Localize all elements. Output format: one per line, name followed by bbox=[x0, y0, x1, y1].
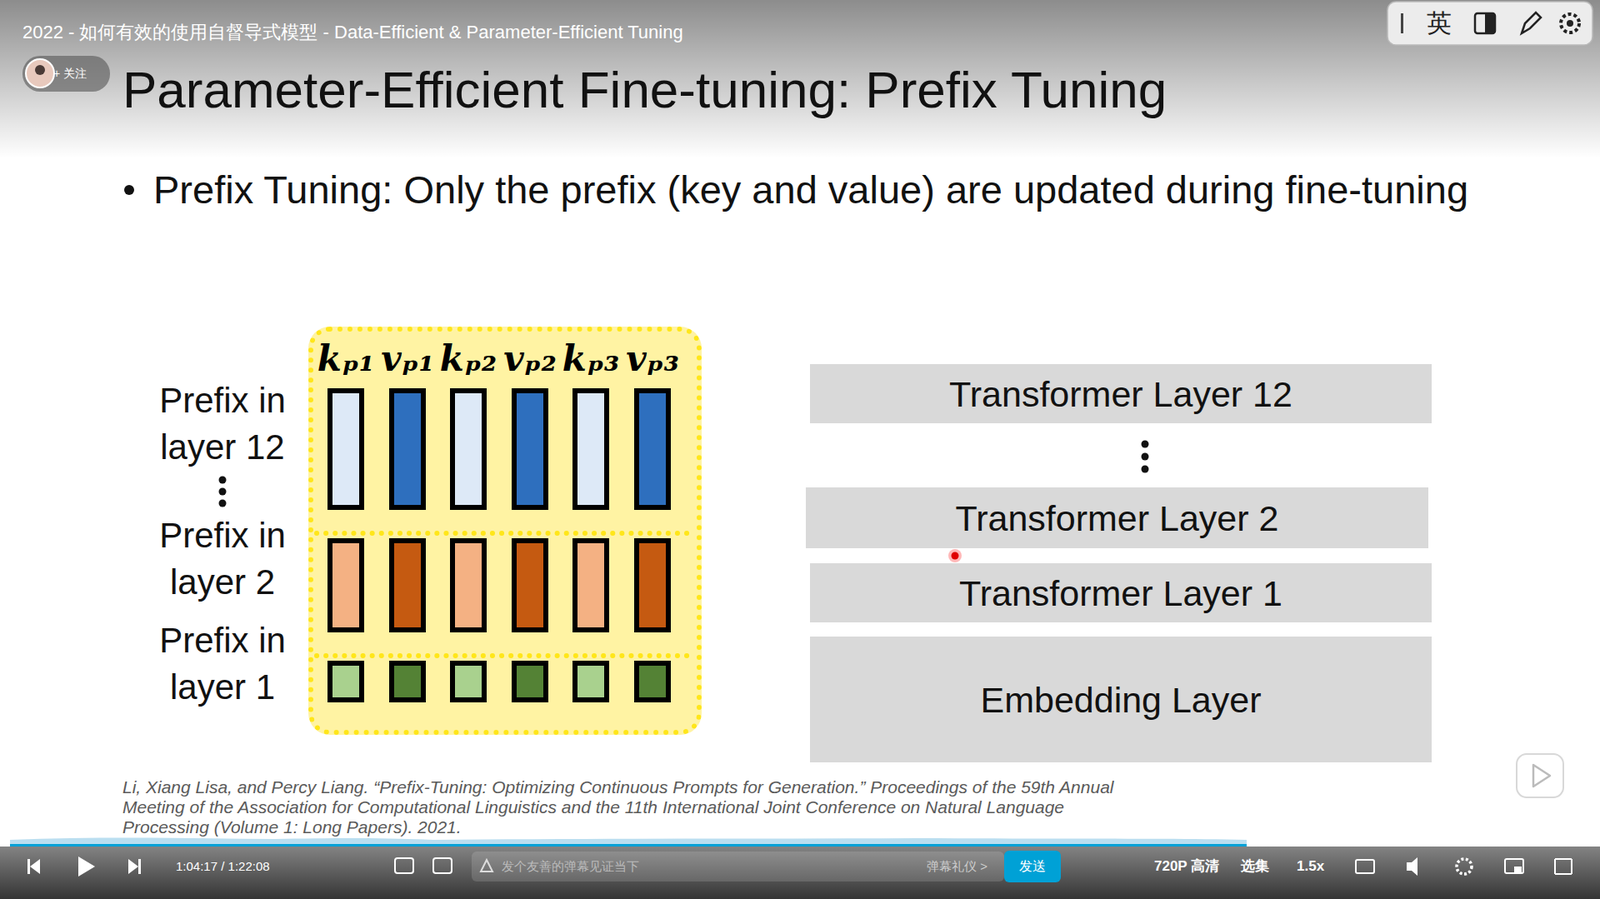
bullet-dot bbox=[124, 185, 135, 195]
bullet-text: Prefix Tuning: Only the prefix (key and … bbox=[153, 164, 1487, 216]
prefix-label: Prefix in layer 2 bbox=[118, 512, 327, 606]
layer-separator bbox=[316, 530, 694, 536]
prefix-label: Prefix in layer 12 bbox=[118, 377, 327, 471]
layer-box: Transformer Layer 1 bbox=[810, 563, 1432, 623]
gear-icon bbox=[1560, 14, 1580, 33]
split-icon-fill bbox=[1485, 13, 1495, 34]
heat-waveform bbox=[10, 838, 1247, 845]
control-bar bbox=[0, 846, 1600, 899]
follow-button: + 关注 bbox=[53, 65, 87, 81]
laser-pointer-halo bbox=[948, 549, 962, 563]
gear-center bbox=[1566, 20, 1574, 27]
danmaku-etiquette: 弹幕礼仪 > bbox=[926, 859, 988, 875]
fullscreen-icon bbox=[1555, 859, 1572, 875]
value-vector bbox=[391, 663, 424, 700]
language-icon: 英 bbox=[1426, 8, 1452, 39]
layer-name: Transformer Layer 12 bbox=[949, 372, 1293, 416]
ellipsis-dot bbox=[1141, 453, 1150, 461]
key-vector bbox=[575, 390, 607, 508]
layer-box: Transformer Layer 2 bbox=[805, 487, 1429, 549]
quality-label: 720P 高清 bbox=[1154, 858, 1220, 875]
danmaku-settings bbox=[433, 858, 452, 874]
value-vector bbox=[391, 540, 424, 630]
time-display: 1:04:17 / 1:22:08 bbox=[175, 859, 270, 875]
danmaku-placeholder: 发个友善的弹幕见证当下 bbox=[501, 859, 640, 875]
value-vector bbox=[391, 390, 424, 508]
avatar bbox=[25, 59, 55, 88]
value-vector bbox=[636, 663, 669, 700]
reference-citation: Li, Xiang Lisa, and Percy Liang. “Prefix… bbox=[122, 777, 1123, 838]
play-icon bbox=[78, 856, 95, 877]
ellipsis-dot bbox=[219, 476, 227, 485]
value-vector bbox=[636, 390, 669, 508]
danmaku-input bbox=[471, 851, 1005, 882]
mini-play-triangle bbox=[1533, 765, 1550, 787]
progress-track bbox=[1246, 844, 1590, 847]
settings-icon bbox=[1456, 859, 1472, 875]
avatar-head bbox=[35, 65, 45, 75]
volume-icon bbox=[1406, 857, 1418, 876]
key-vector bbox=[330, 390, 362, 508]
toolbar-separator bbox=[1400, 13, 1404, 34]
layer-name: Transformer Layer 2 bbox=[955, 496, 1280, 540]
video-title: 2022 - 如何有效的使用自督导式模型 - Data-Efficient & … bbox=[22, 21, 684, 44]
key-vector bbox=[575, 663, 607, 700]
ellipsis-dot bbox=[219, 500, 227, 508]
value-vector bbox=[514, 663, 546, 700]
vector-header: kₚ₂ bbox=[440, 338, 497, 380]
ellipsis-dot bbox=[1141, 440, 1150, 449]
vector-header: vₚ₁ bbox=[380, 338, 435, 380]
mini-play-button bbox=[1516, 754, 1564, 798]
pip-icon-inner bbox=[1514, 866, 1522, 873]
prev-icon bbox=[30, 859, 40, 875]
danmaku-toggle bbox=[395, 858, 414, 874]
layer-name: Transformer Layer 1 bbox=[959, 571, 1283, 615]
key-vector bbox=[452, 540, 485, 630]
episodes-label: 选集 bbox=[1240, 858, 1270, 875]
warning-icon bbox=[480, 860, 493, 872]
layer-box: Transformer Layer 12 bbox=[810, 364, 1432, 424]
ellipsis-dot bbox=[219, 488, 227, 496]
next-icon bbox=[128, 859, 139, 875]
next-icon-bar bbox=[138, 859, 141, 875]
key-vector bbox=[330, 663, 362, 700]
slide-title: Parameter-Efficient Fine-tuning: Prefix … bbox=[122, 58, 1167, 122]
vector-header: kₚ₁ bbox=[317, 338, 375, 380]
layer-box: Embedding Layer bbox=[810, 636, 1432, 763]
key-vector bbox=[452, 390, 485, 508]
split-icon bbox=[1475, 13, 1495, 34]
vector-header: vₚ₂ bbox=[503, 338, 557, 380]
prefix-region: kₚ₁vₚ₁kₚ₂vₚ₂kₚ₃vₚ₃ bbox=[308, 326, 702, 735]
value-vector bbox=[636, 540, 669, 630]
send-label: 发送 bbox=[1005, 858, 1060, 875]
follow-pill bbox=[22, 55, 110, 92]
vector-header: kₚ₃ bbox=[562, 338, 620, 380]
layer-name: Embedding Layer bbox=[980, 678, 1261, 722]
key-vector bbox=[330, 540, 362, 630]
vector-header: vₚ₃ bbox=[625, 338, 680, 380]
pip-icon bbox=[1505, 859, 1524, 874]
toolbar bbox=[1387, 1, 1593, 45]
value-vector bbox=[514, 390, 546, 508]
layer-separator bbox=[316, 653, 694, 659]
prefix-label: Prefix in layer 1 bbox=[118, 617, 327, 711]
key-vector bbox=[575, 540, 607, 630]
subtitle-icon bbox=[1355, 860, 1375, 874]
pen-icon bbox=[1521, 12, 1541, 34]
speed-label: 1.5x bbox=[1296, 858, 1325, 875]
prev-icon-bar bbox=[27, 859, 30, 875]
laser-pointer bbox=[951, 552, 960, 560]
value-vector bbox=[514, 540, 546, 630]
ellipsis-dot bbox=[1141, 465, 1150, 474]
send-button bbox=[1004, 850, 1061, 883]
prefix-bars bbox=[308, 326, 702, 735]
key-vector bbox=[452, 663, 485, 700]
top-overlay bbox=[0, 0, 1600, 159]
progress-bar bbox=[10, 844, 1247, 847]
